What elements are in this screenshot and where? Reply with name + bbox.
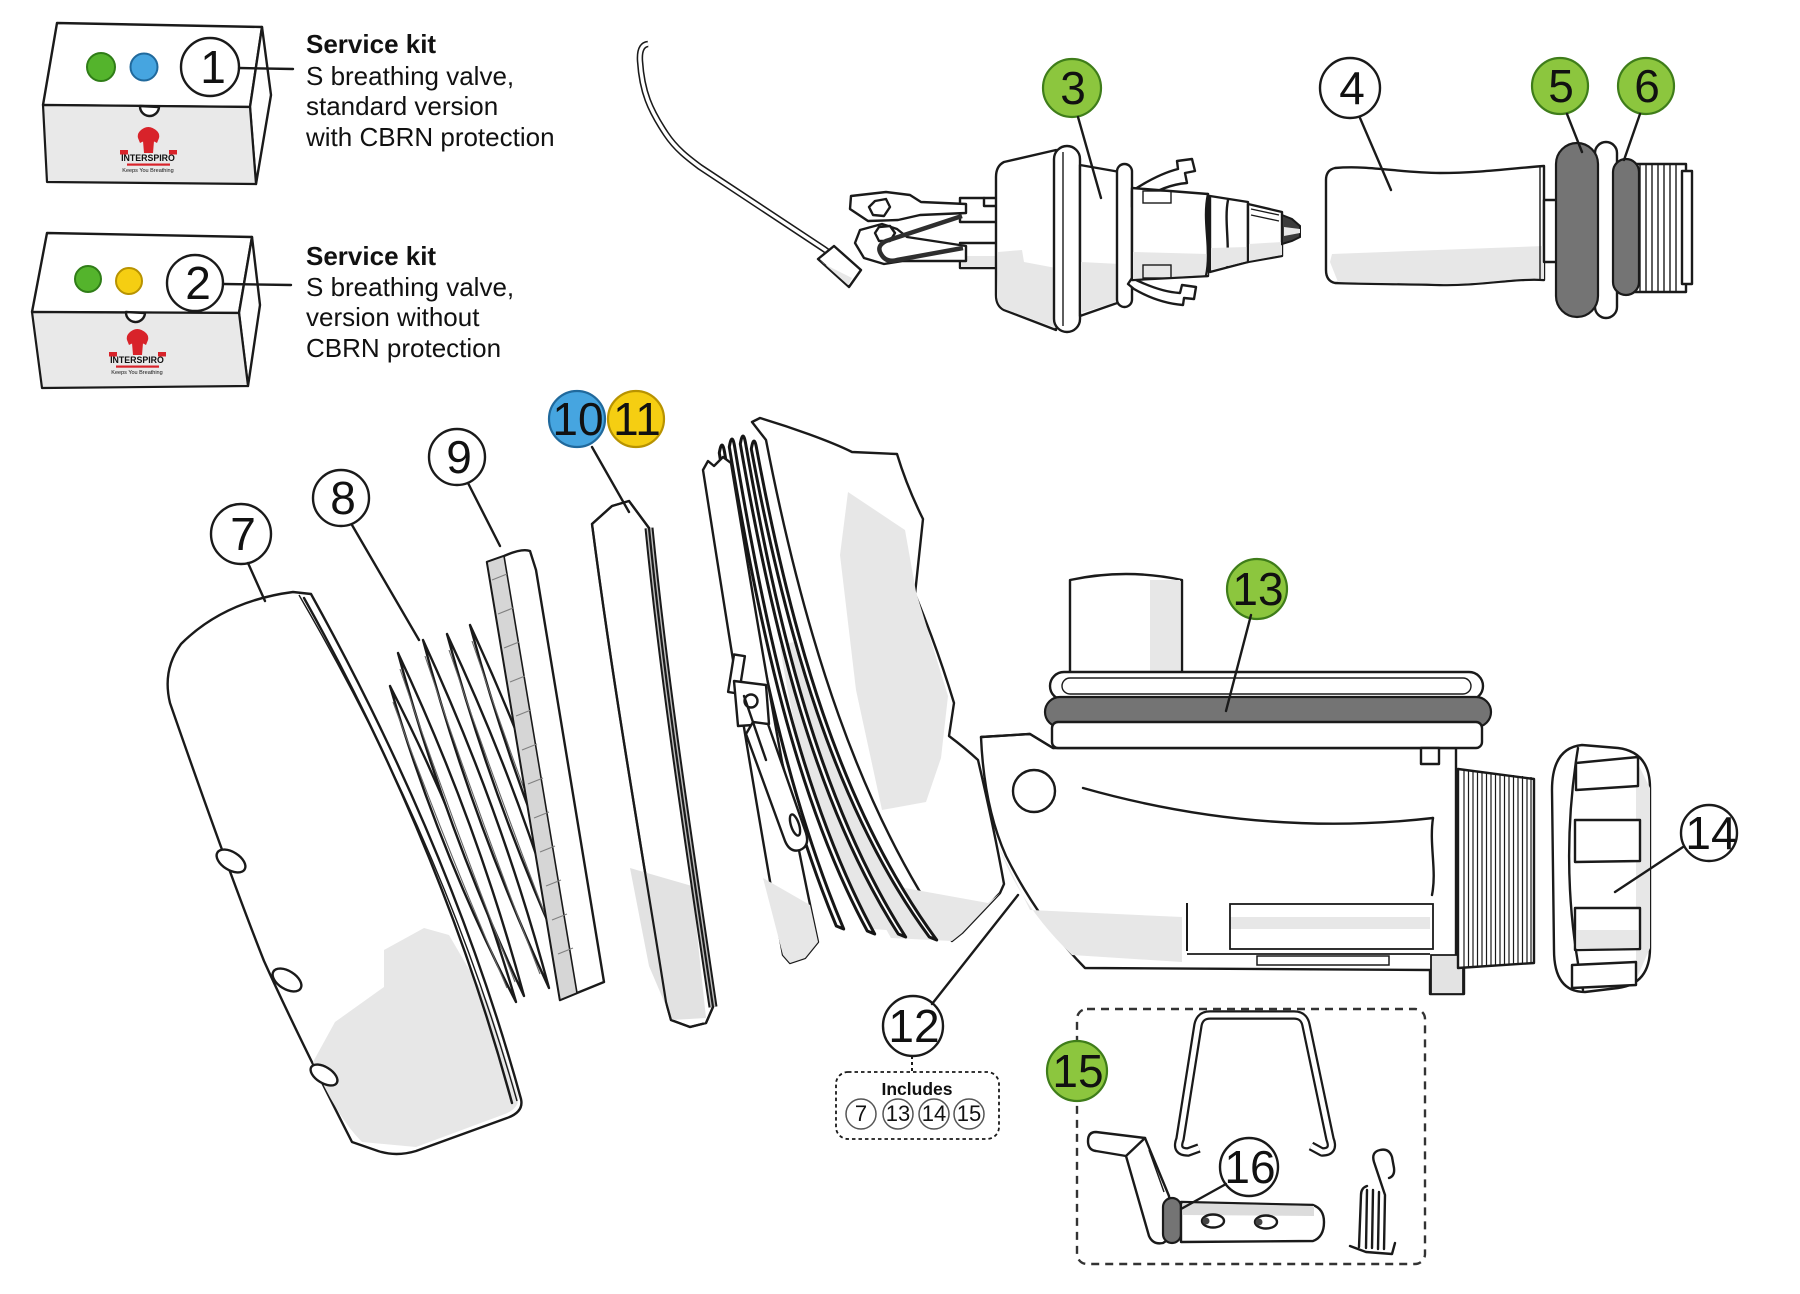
svg-text:CBRN protection: CBRN protection: [306, 333, 501, 363]
svg-text:5: 5: [1548, 60, 1574, 112]
svg-text:10: 10: [552, 393, 603, 445]
svg-text:14: 14: [1685, 807, 1736, 859]
svg-text:15: 15: [957, 1101, 981, 1126]
svg-text:3: 3: [1060, 62, 1086, 114]
svg-text:15: 15: [1052, 1045, 1103, 1097]
svg-text:INTERSPIRO: INTERSPIRO: [121, 153, 175, 163]
svg-text:6: 6: [1634, 60, 1660, 112]
svg-text:13: 13: [1232, 563, 1283, 615]
svg-text:1: 1: [200, 41, 226, 93]
svg-text:Includes: Includes: [882, 1079, 953, 1099]
svg-text:S breathing valve,: S breathing valve,: [306, 272, 514, 302]
svg-text:11: 11: [613, 393, 661, 445]
svg-text:4: 4: [1339, 62, 1365, 114]
svg-text:14: 14: [922, 1101, 946, 1126]
svg-text:standard version: standard version: [306, 91, 498, 121]
svg-text:Service kit: Service kit: [306, 241, 436, 271]
svg-text:S breathing valve,: S breathing valve,: [306, 61, 514, 91]
svg-text:Keeps You Breathing: Keeps You Breathing: [111, 370, 162, 376]
svg-text:2: 2: [185, 257, 211, 309]
svg-text:9: 9: [446, 431, 472, 483]
svg-text:Service kit: Service kit: [306, 29, 436, 59]
svg-text:7: 7: [230, 508, 256, 560]
svg-text:13: 13: [886, 1101, 910, 1126]
svg-text:8: 8: [330, 472, 356, 524]
svg-text:12: 12: [888, 1000, 939, 1052]
svg-text:7: 7: [855, 1101, 867, 1126]
svg-text:16: 16: [1224, 1141, 1275, 1193]
svg-text:Keeps You Breathing: Keeps You Breathing: [122, 168, 173, 174]
svg-text:INTERSPIRO: INTERSPIRO: [110, 355, 164, 365]
svg-text:with CBRN protection: with CBRN protection: [305, 122, 555, 152]
svg-text:version without: version without: [306, 302, 480, 332]
